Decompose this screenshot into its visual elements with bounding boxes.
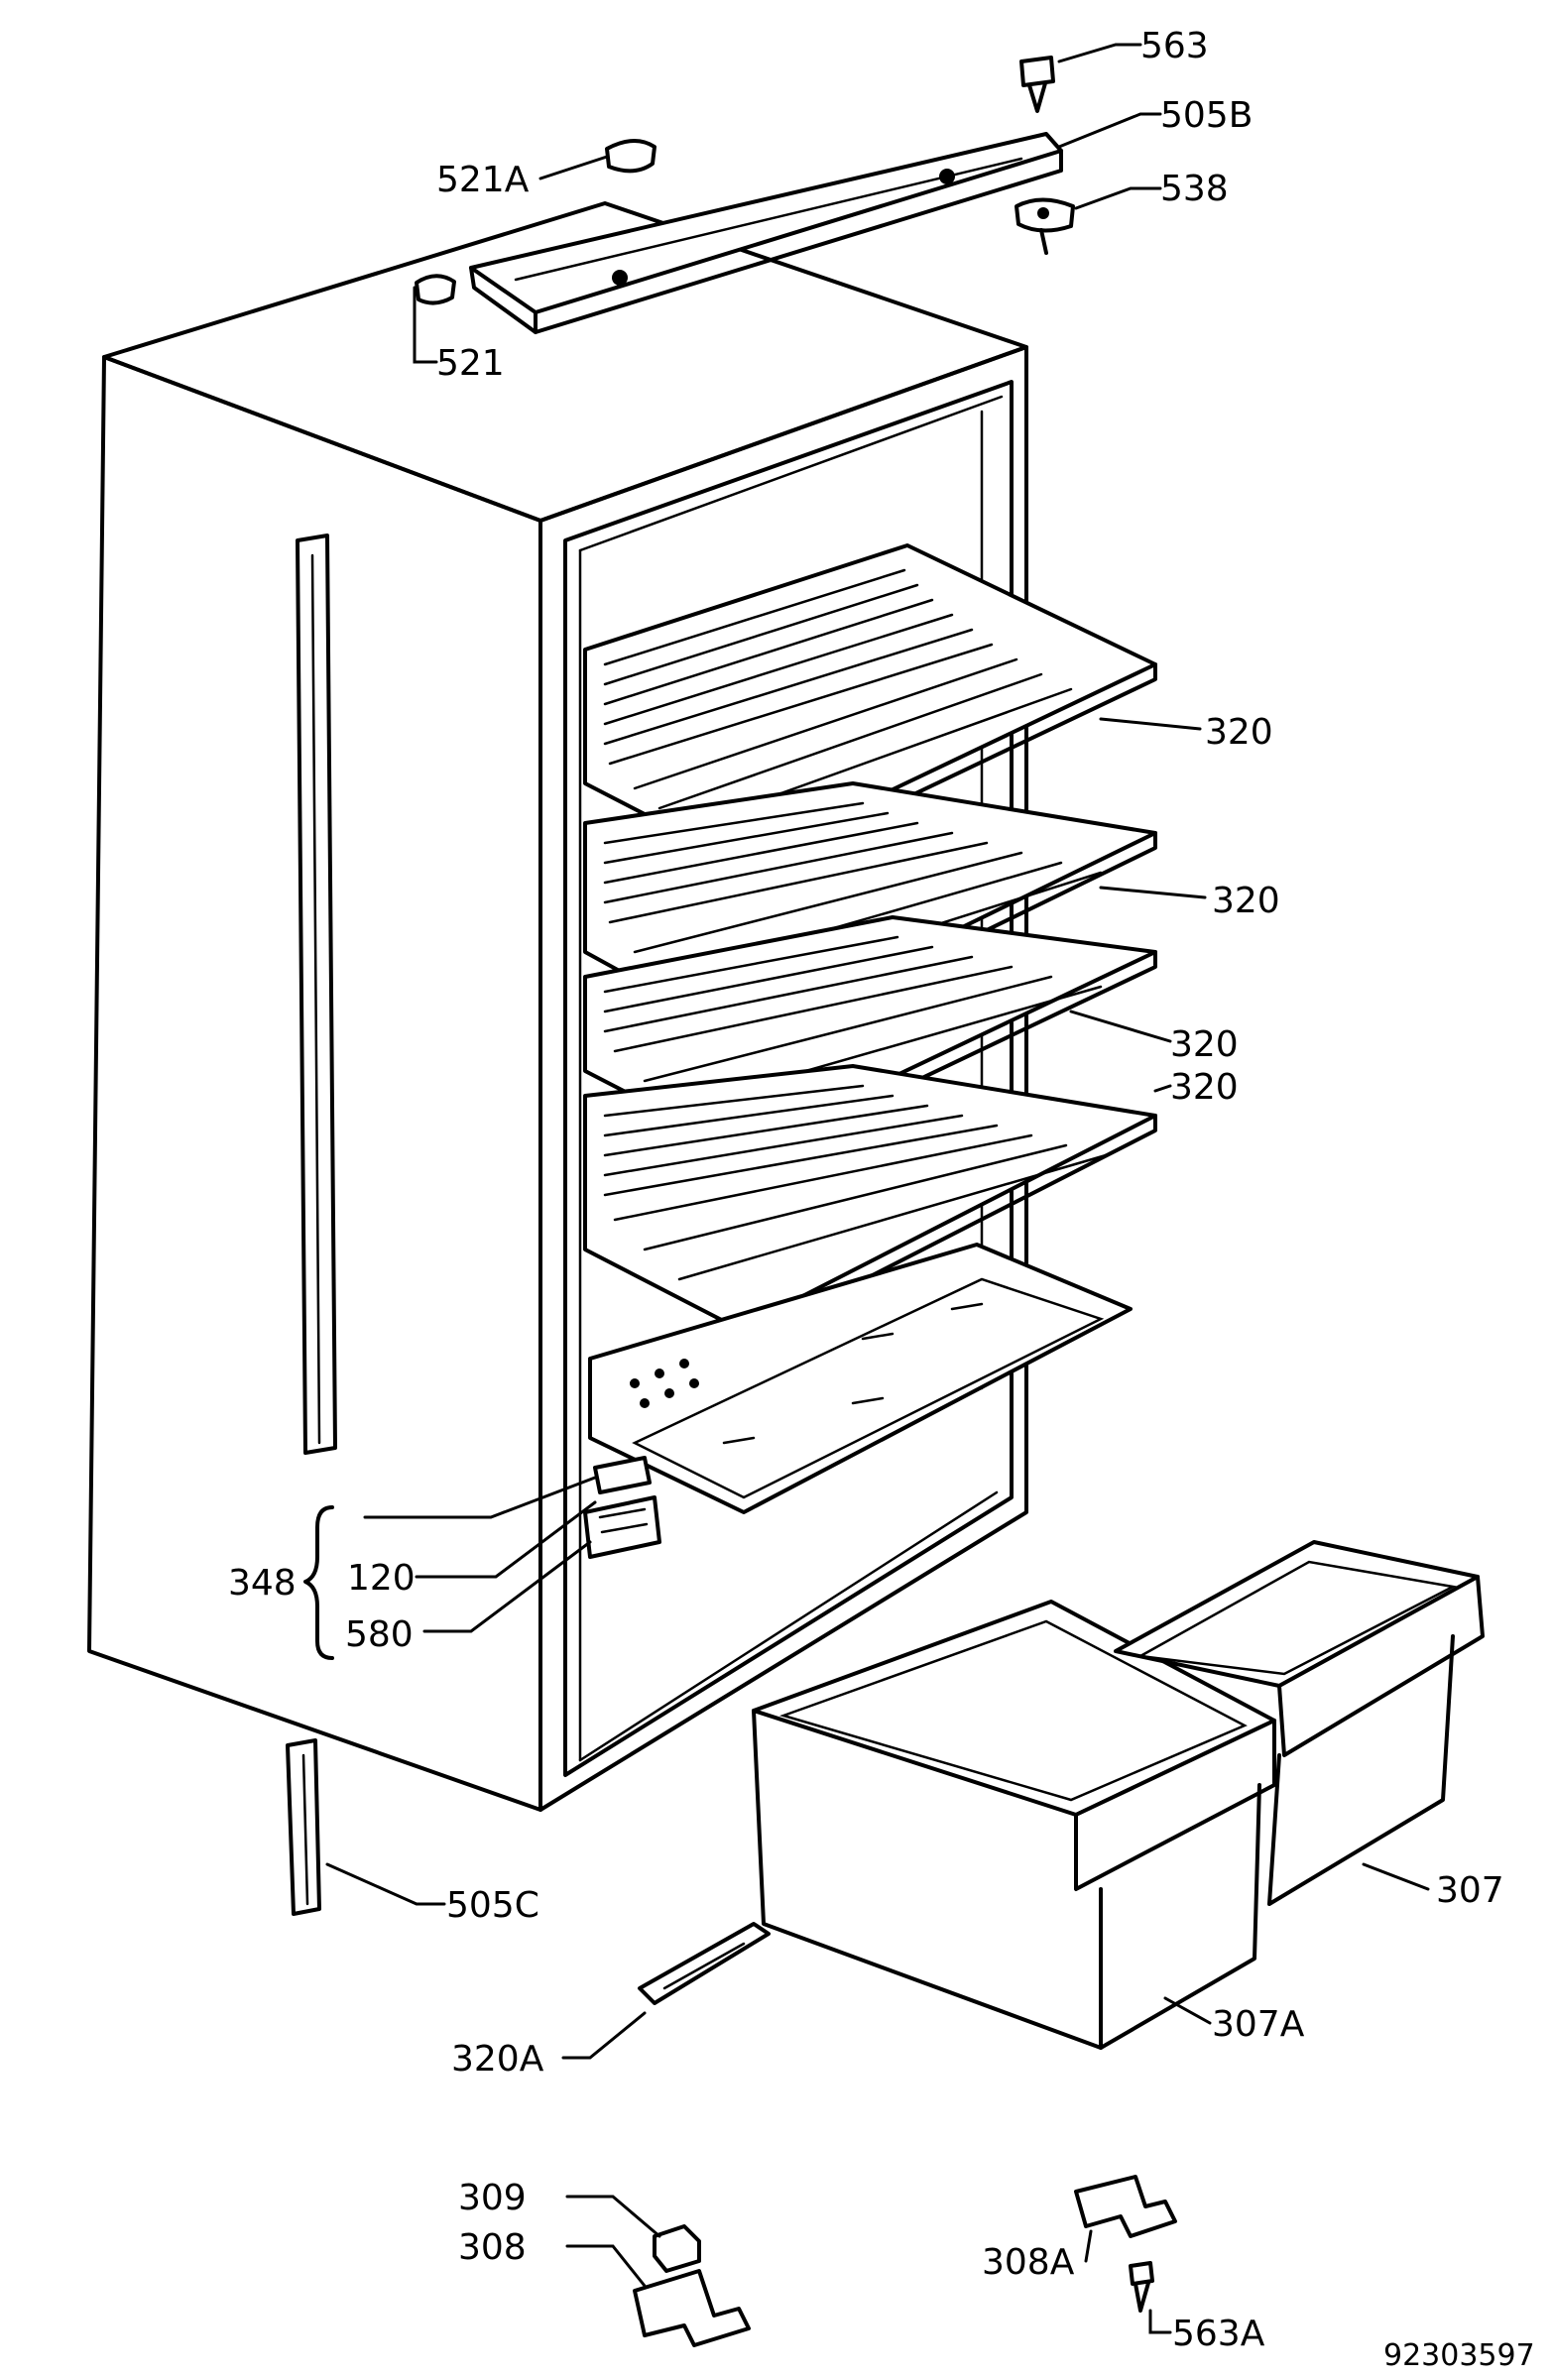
label-563A: 563A	[1172, 2314, 1265, 2354]
label-120: 120	[347, 1558, 416, 1599]
label-563: 563	[1140, 26, 1209, 66]
label-505B: 505B	[1160, 95, 1253, 136]
label-307A: 307A	[1212, 2004, 1305, 2045]
label-320-shelf-1: 320	[1205, 712, 1273, 753]
label-505C: 505C	[446, 1885, 539, 1926]
bracket-308	[633, 2269, 751, 2347]
label-348: 348	[228, 1563, 297, 1604]
rack-clip-320A	[638, 1922, 771, 2005]
part-labels: 563 505B 521A 538 521 320 320 320 320 34…	[228, 26, 1535, 2373]
cabinet	[87, 201, 1028, 1812]
screw-563	[1019, 56, 1055, 113]
shelf-1	[583, 543, 1157, 880]
rating-label-580	[583, 1495, 661, 1559]
leader-lines	[325, 43, 1430, 2334]
cap-521A	[605, 139, 657, 174]
label-580: 580	[345, 1614, 414, 1655]
document-number: 92303597	[1383, 2338, 1535, 2373]
hinge-pin-538	[1015, 197, 1075, 255]
label-320A: 320A	[451, 2039, 544, 2080]
label-308: 308	[458, 2227, 527, 2268]
label-clip-120	[593, 1456, 652, 1494]
crisper-drawer-307	[1114, 1540, 1485, 1906]
spacer-309	[653, 2224, 701, 2273]
shelf-4	[583, 1064, 1157, 1346]
label-309: 309	[458, 2178, 527, 2218]
screw-563A	[1129, 2261, 1154, 2313]
group-bracket-348	[303, 1505, 334, 1660]
bracket-308A	[1074, 2175, 1177, 2238]
label-320-shelf-3: 320	[1170, 1024, 1239, 1065]
label-538: 538	[1160, 169, 1229, 209]
top-hinge-bar	[469, 132, 1063, 334]
cap-521	[415, 274, 456, 305]
label-521: 521	[436, 343, 505, 384]
label-307: 307	[1436, 1870, 1504, 1911]
label-320-shelf-2: 320	[1212, 881, 1280, 921]
label-521A: 521A	[436, 160, 530, 200]
label-308A: 308A	[982, 2242, 1075, 2283]
label-320-shelf-4: 320	[1170, 1067, 1239, 1108]
door-seal-strip	[286, 534, 337, 1916]
crisper-cover	[588, 1243, 1133, 1514]
